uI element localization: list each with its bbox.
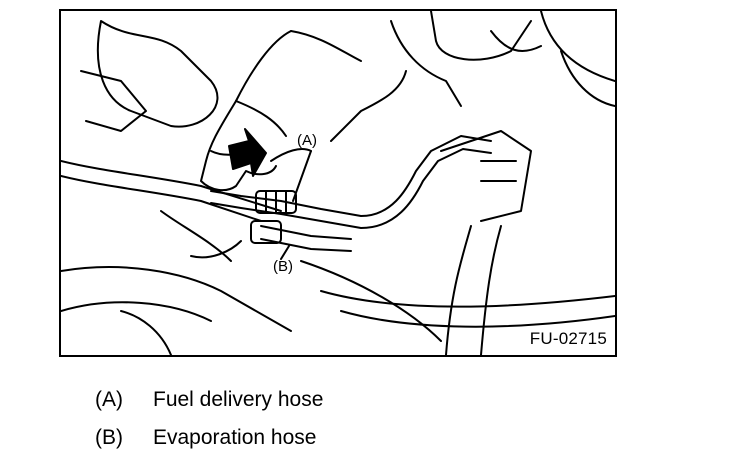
legend-item: (B) Evaporation hose bbox=[95, 419, 323, 457]
legend: (A) Fuel delivery hose (B) Evaporation h… bbox=[95, 381, 323, 457]
legend-key: (B) bbox=[95, 426, 123, 449]
fuel-delivery-hose bbox=[210, 135, 492, 229]
evaporation-hose bbox=[250, 220, 352, 252]
callout-a-leader bbox=[292, 150, 312, 202]
engine-bay-illustration: (A) (B) FU-02715 bbox=[59, 9, 617, 357]
callout-a: (A) bbox=[297, 132, 317, 149]
engine-components bbox=[61, 11, 615, 355]
arrow-icon bbox=[228, 128, 267, 177]
legend-key: (A) bbox=[95, 388, 123, 411]
line-drawing bbox=[61, 11, 615, 355]
callout-b: (B) bbox=[273, 258, 293, 275]
hand bbox=[200, 30, 362, 192]
figure-code: FU-02715 bbox=[529, 329, 607, 348]
callout-b-leader bbox=[280, 245, 290, 260]
legend-label: Fuel delivery hose bbox=[153, 388, 324, 411]
legend-label: Evaporation hose bbox=[153, 426, 317, 449]
legend-item: (A) Fuel delivery hose bbox=[95, 381, 323, 419]
